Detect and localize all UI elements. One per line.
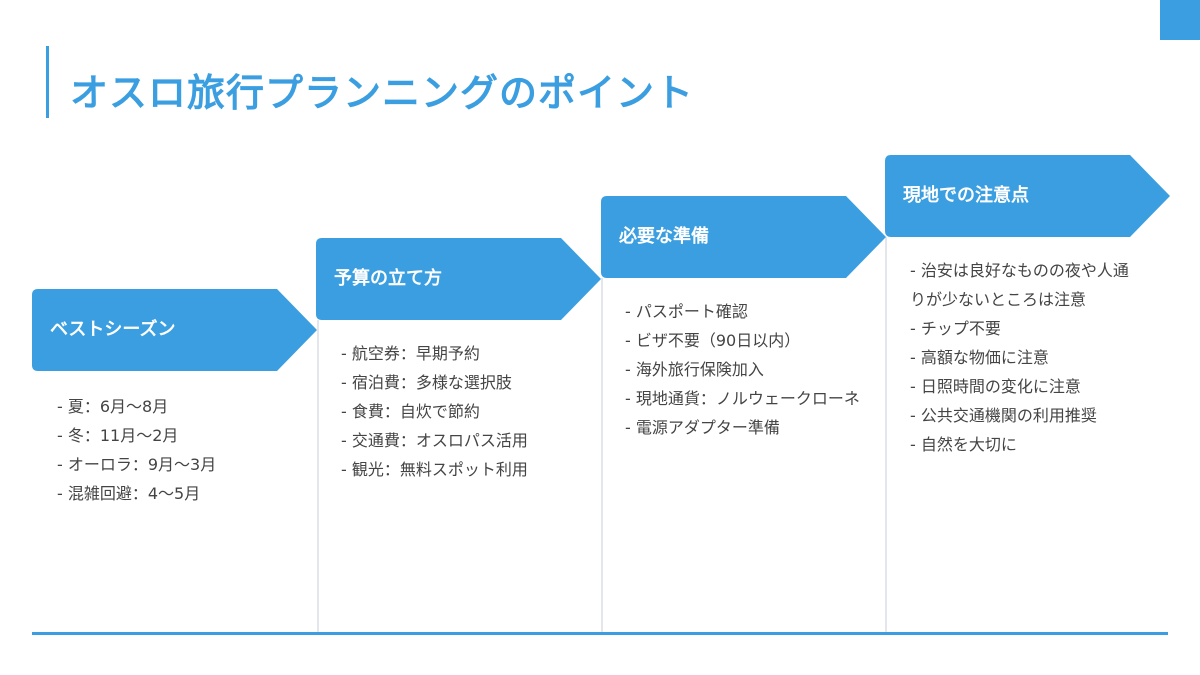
arrow-shape: [601, 196, 886, 278]
list-item: - 高額な物価に注意: [910, 348, 1049, 367]
step-arrow-preparation: 必要な準備: [601, 196, 886, 278]
arrow-shape: [885, 155, 1170, 237]
column-divider: [317, 320, 319, 632]
list-item: - 夏：6月〜8月: [57, 397, 169, 416]
step-list-budget: - 航空券：早期予約 - 宿泊費：多様な選択肢 - 食費：自炊で節約 - 交通費…: [341, 339, 596, 484]
list-item: - 公共交通機関の利用推奨: [910, 406, 1097, 425]
step-arrow-budget: 予算の立て方: [316, 238, 601, 320]
list-item: - パスポート確認: [625, 302, 748, 321]
step-arrow-local-cautions: 現地での注意点: [885, 155, 1170, 237]
list-item: - 混雑回避：4〜5月: [57, 484, 201, 503]
list-item: - 観光：無料スポット利用: [341, 460, 528, 479]
list-item: - 治安は良好なものの夜や人通りが少ないところは注意: [910, 261, 1129, 309]
list-item: - チップ不要: [910, 319, 1001, 338]
list-item: - 電源アダプター準備: [625, 418, 780, 437]
step-list-best-season: - 夏：6月〜8月 - 冬：11月〜2月 - オーロラ：9月〜3月 - 混雑回避…: [57, 392, 312, 508]
list-item: - 交通費：オスロパス活用: [341, 431, 528, 450]
list-item: - ビザ不要（90日以内）: [625, 331, 801, 350]
list-item: - 航空券：早期予約: [341, 344, 480, 363]
step-list-preparation: - パスポート確認 - ビザ不要（90日以内） - 海外旅行保険加入 - 現地通…: [625, 297, 865, 442]
list-item: - 日照時間の変化に注意: [910, 377, 1081, 396]
list-item: - 現地通貨：ノルウェークローネ: [625, 389, 860, 408]
step-heading: 予算の立て方: [334, 268, 442, 289]
corner-accent: [1160, 0, 1200, 40]
list-item: - 宿泊費：多様な選択肢: [341, 373, 512, 392]
page-title: オスロ旅行プランニングのポイント: [70, 71, 695, 115]
list-item: - 冬：11月〜2月: [57, 426, 179, 445]
list-item: - オーロラ：9月〜3月: [57, 455, 217, 474]
step-heading: 現地での注意点: [903, 185, 1029, 206]
step-heading: ベストシーズン: [50, 319, 176, 340]
arrow-shape: [32, 289, 317, 371]
step-heading: 必要な準備: [619, 226, 709, 247]
bottom-rule: [32, 632, 1168, 635]
column-divider: [601, 278, 603, 632]
step-list-local-cautions: - 治安は良好なものの夜や人通りが少ないところは注意 - チップ不要 - 高額な…: [910, 256, 1142, 459]
step-arrow-best-season: ベストシーズン: [32, 289, 317, 371]
list-item: - 自然を大切に: [910, 435, 1017, 454]
arrow-shape: [316, 238, 601, 320]
title-accent-bar: [46, 46, 49, 118]
list-item: - 食費：自炊で節約: [341, 402, 480, 421]
list-item: - 海外旅行保険加入: [625, 360, 764, 379]
column-divider: [885, 237, 887, 632]
